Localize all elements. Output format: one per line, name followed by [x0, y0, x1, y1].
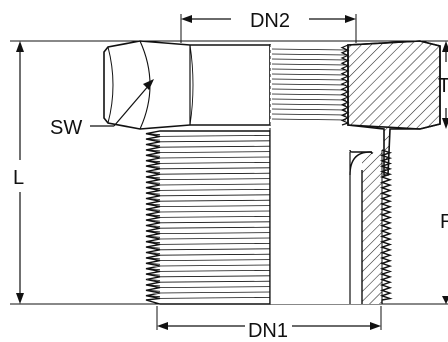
thread-tooth-line [147, 149, 161, 152]
thread-tooth-line [147, 284, 161, 287]
hex-head-section [270, 40, 441, 176]
thread-tooth-line [147, 252, 161, 254]
threaded-body [145, 130, 393, 305]
thread-line [159, 183, 271, 186]
thread-tooth-line [147, 257, 161, 260]
sw-leader [90, 79, 154, 127]
thread-tooth-line [147, 208, 161, 211]
thread-line [159, 275, 271, 278]
internal-thread-teeth [340, 44, 350, 126]
thread-line [159, 297, 271, 299]
internal-thread-line [271, 63, 347, 66]
thread-line [159, 243, 271, 245]
thread-line [159, 280, 271, 283]
internal-thread-line [271, 58, 347, 61]
t-dimension [442, 41, 448, 129]
thread-line [159, 264, 271, 267]
thread-tooth-line [147, 225, 161, 227]
internal-thread-line [271, 48, 347, 51]
thread-line [159, 221, 271, 224]
internal-thread-line [271, 68, 347, 71]
thread-tooth-line [147, 176, 161, 179]
sw-label: SW [50, 117, 82, 139]
thread-tooth-line [147, 192, 161, 195]
thread-tooth-line [147, 289, 161, 292]
hex-head [103, 40, 271, 130]
thread-line [159, 286, 271, 288]
thread-tooth-line [147, 230, 161, 233]
internal-thread-lines [271, 48, 347, 121]
thread-tooth-line [147, 214, 161, 217]
thread-line [159, 167, 271, 170]
thread-tooth-line [147, 160, 161, 163]
thread-line [159, 140, 271, 143]
internal-thread-line [271, 118, 347, 121]
thread-line [159, 259, 271, 261]
dn1-label: DN1 [248, 320, 288, 337]
thread-line [159, 194, 271, 197]
thread-line [159, 210, 271, 213]
thread-tooth-line [147, 165, 161, 168]
thread-line [159, 145, 271, 148]
internal-thread-line [271, 73, 347, 76]
dn1-dimension [156, 306, 382, 330]
thread-line [159, 189, 271, 191]
thread-tooth-line [147, 187, 161, 190]
thread-tooth-line [147, 138, 161, 141]
internal-thread-line [271, 88, 347, 91]
internal-thread-line [271, 53, 347, 56]
thread-tooth-line [147, 262, 161, 265]
thread-tooth-line [147, 144, 161, 146]
r-label: R [440, 211, 448, 233]
thread-line [159, 162, 271, 164]
thread-line [159, 172, 271, 175]
thread-outline-right [379, 149, 393, 304]
thread-tooth-line [147, 279, 161, 281]
t-label: T [438, 75, 448, 97]
thread-tooth-line [147, 241, 161, 244]
thread-line [159, 151, 271, 153]
internal-thread-line [271, 103, 347, 106]
thread-line [159, 216, 271, 218]
internal-thread-line [271, 108, 347, 111]
length-label: L [13, 167, 24, 189]
dn2-dimension [180, 14, 357, 43]
internal-thread-line [271, 83, 347, 86]
thread-tooth-line [147, 181, 161, 184]
thread-line [159, 156, 271, 159]
thread-tooth-line [147, 171, 161, 173]
internal-thread-line [271, 93, 347, 96]
external-thread-left [145, 130, 271, 305]
thread-line [159, 135, 271, 137]
thread-line [159, 178, 271, 180]
thread-tooth-line [147, 203, 161, 206]
length-dimension [16, 41, 24, 304]
thread-tooth-line [147, 295, 161, 298]
thread-tooth-line [147, 246, 161, 249]
internal-thread-line [271, 98, 347, 101]
thread-line [159, 237, 271, 240]
thread-line [159, 199, 271, 202]
thread-tooth-line [147, 235, 161, 238]
thread-tooth-line [147, 133, 161, 136]
thread-tooth-line [147, 198, 161, 200]
internal-thread-line [271, 78, 347, 81]
thread-line [159, 291, 271, 294]
thread-line [159, 226, 271, 229]
thread-tooth-line [147, 268, 161, 271]
thread-tooth-line [147, 273, 161, 276]
thread-line [159, 253, 271, 256]
thread-line [159, 205, 271, 207]
thread-line [159, 232, 271, 234]
thread-line [159, 248, 271, 251]
thread-line [159, 270, 271, 272]
thread-tooth-line [147, 219, 161, 222]
dn2-label: DN2 [250, 10, 290, 32]
internal-thread-line [271, 113, 347, 116]
r-dimension [442, 296, 448, 304]
thread-tooth-line [147, 154, 161, 157]
